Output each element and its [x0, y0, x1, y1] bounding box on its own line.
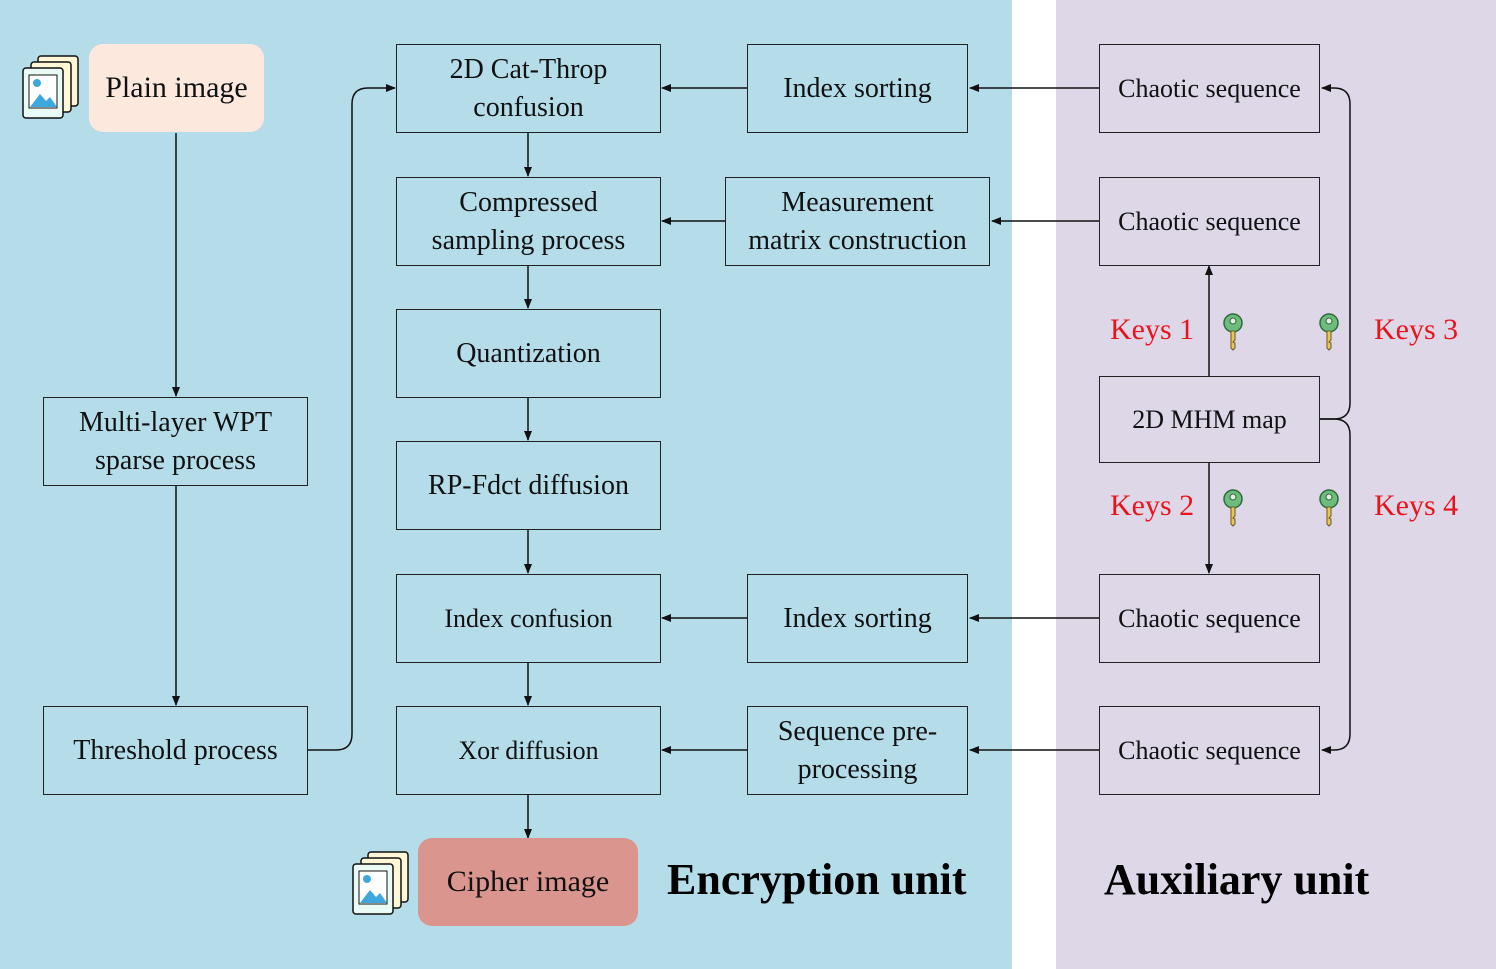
auxiliary-unit-panel	[1056, 0, 1496, 969]
index-sorting-bottom-box: Index sorting	[747, 574, 968, 663]
keys-4-label: Keys 4	[1374, 489, 1459, 522]
chaotic-sequence-1-box: Chaotic sequence	[1099, 44, 1320, 133]
compressed-sampling-box: Compressed sampling process	[396, 177, 661, 266]
quantization-box: Quantization	[396, 309, 661, 398]
encryption-unit-panel	[0, 0, 1012, 969]
xor-diffusion-label: Xor diffusion	[458, 735, 599, 765]
auxiliary-unit-title: Auxiliary unit	[1104, 855, 1370, 904]
seq-pre-line2: processing	[797, 753, 918, 785]
mhm-map-box: 2D MHM map	[1099, 376, 1320, 463]
cat-throp-line2: confusion	[473, 91, 584, 123]
chaotic-sequence-3-box: Chaotic sequence	[1099, 574, 1320, 663]
chaotic-sequence-3-label: Chaotic sequence	[1118, 603, 1301, 633]
keys-2-label: Keys 2	[1110, 489, 1195, 522]
index-sorting-top-box: Index sorting	[747, 44, 968, 133]
key-icon	[1319, 313, 1339, 351]
quantization-label: Quantization	[456, 337, 601, 369]
chaotic-sequence-4-box: Chaotic sequence	[1099, 706, 1320, 795]
keys-3-label: Keys 3	[1374, 313, 1459, 346]
measurement-line1: Measurement	[781, 186, 934, 218]
key-icon	[1223, 313, 1243, 351]
chaotic-sequence-2-box: Chaotic sequence	[1099, 177, 1320, 266]
rp-fdct-box: RP-Fdct diffusion	[396, 441, 661, 530]
wpt-sparse-box: Multi-layer WPT sparse process	[43, 397, 308, 486]
index-sorting-bottom-label: Index sorting	[783, 602, 932, 634]
key-icon	[1223, 489, 1243, 527]
plain-image-node: Plain image	[89, 44, 264, 132]
plain-image-label: Plain image	[105, 71, 248, 104]
cat-throp-line1: 2D Cat-Throp	[449, 53, 608, 85]
index-sorting-top-label: Index sorting	[783, 72, 932, 104]
cipher-image-node: Cipher image	[418, 838, 638, 926]
index-confusion-label: Index confusion	[444, 603, 613, 633]
arrow-mhm-to-chaotic4	[1320, 418, 1351, 754]
compressed-line2: sampling process	[431, 224, 626, 256]
threshold-label: Threshold process	[73, 734, 278, 766]
wpt-line2: sparse process	[95, 444, 256, 476]
xor-diffusion-box: Xor diffusion	[396, 706, 661, 795]
encryption-unit-title: Encryption unit	[667, 855, 967, 904]
rp-fdct-label: RP-Fdct diffusion	[428, 469, 629, 501]
image-stack-icon	[22, 55, 79, 119]
measurement-line2: matrix construction	[748, 224, 967, 256]
seq-pre-line1: Sequence pre-	[777, 715, 938, 747]
sequence-preprocessing-box: Sequence pre-processing	[747, 706, 968, 795]
compressed-line1: Compressed	[459, 186, 598, 218]
chaotic-sequence-2-label: Chaotic sequence	[1118, 206, 1301, 236]
cat-throp-box: 2D Cat-Throp confusion	[396, 44, 661, 133]
index-confusion-box: Index confusion	[396, 574, 661, 663]
chaotic-sequence-1-label: Chaotic sequence	[1118, 73, 1301, 103]
mhm-map-label: 2D MHM map	[1132, 404, 1287, 434]
arrow-mhm-to-chaotic1	[1320, 84, 1351, 420]
wpt-line1: Multi-layer WPT	[78, 406, 273, 438]
arrow-threshold-to-cat-throp	[308, 84, 396, 751]
keys-1-label: Keys 1	[1110, 313, 1195, 346]
image-stack-icon	[352, 851, 409, 915]
measurement-matrix-box: Measurement matrix construction	[725, 177, 990, 266]
cipher-image-label: Cipher image	[446, 865, 610, 898]
chaotic-sequence-4-label: Chaotic sequence	[1118, 735, 1301, 765]
threshold-box: Threshold process	[43, 706, 308, 795]
key-icon	[1319, 489, 1339, 527]
